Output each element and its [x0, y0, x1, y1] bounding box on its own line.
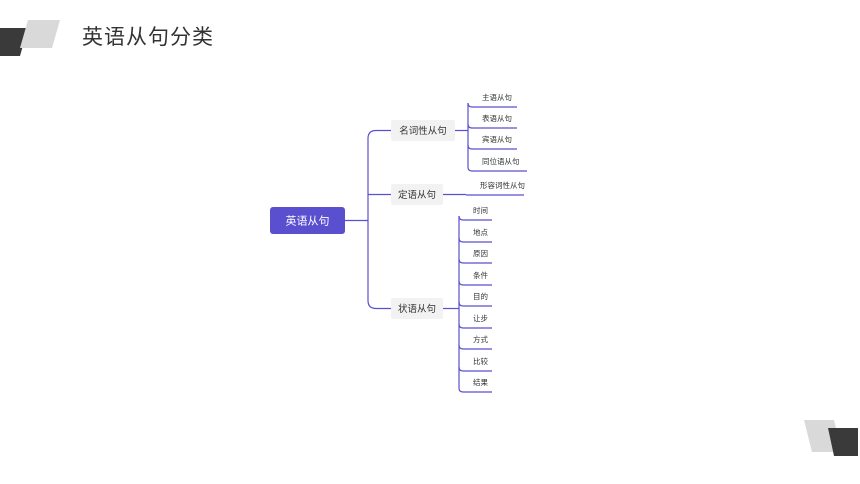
leaf-node: 让步 [473, 313, 488, 323]
branch-node-3[interactable] [391, 298, 443, 319]
leaf-underline [458, 323, 492, 329]
leaf-node: 同位语从句 [482, 156, 520, 166]
leaf-node: 目的 [473, 291, 488, 301]
leaf-underline [467, 123, 517, 129]
branch-node-label: 名词性从句 [399, 125, 447, 137]
leaf-underline [458, 258, 492, 264]
deco-dark-shape [0, 28, 28, 56]
branch-1-bracket [467, 103, 473, 172]
root-node[interactable] [270, 207, 345, 234]
leaf-node: 表语从句 [482, 113, 512, 123]
branch-node-label: 定语从句 [398, 189, 436, 201]
deco-light-shape [20, 20, 60, 48]
leaf-underline [458, 366, 492, 372]
branch-node-1[interactable] [391, 120, 455, 141]
leaf-underline [467, 102, 517, 108]
page-title: 英语从句分类 [82, 25, 214, 49]
leaf-underline [458, 301, 492, 307]
top-left-decoration [0, 20, 60, 56]
branch-3-bracket [458, 216, 464, 393]
leaf-node: 方式 [473, 334, 488, 344]
branch-node-label: 状语从句 [398, 303, 436, 315]
leaf-underline [467, 144, 517, 150]
leaf-node: 宾语从句 [482, 134, 512, 144]
leaf-node: 地点 [473, 227, 488, 237]
root-node-label: 英语从句 [286, 214, 330, 228]
leaf-node: 条件 [473, 270, 488, 280]
leaf-underline [458, 280, 492, 286]
leaf-node: 主语从句 [482, 92, 512, 102]
deco-dark-shape-br [828, 428, 858, 456]
leaf-underline [458, 215, 492, 221]
leaf-underline [458, 344, 492, 350]
leaf-node: 结果 [473, 377, 488, 387]
leaf-node: 时间 [473, 205, 488, 215]
leaf-node: 原因 [473, 249, 488, 258]
leaf-underline [458, 237, 492, 243]
branch-node-2[interactable] [391, 184, 443, 205]
leaf-node: 比较 [473, 356, 488, 366]
trunk-connector [367, 129, 391, 310]
bottom-right-decoration [804, 420, 858, 456]
leaf-node: 形容词性从句 [480, 180, 525, 190]
